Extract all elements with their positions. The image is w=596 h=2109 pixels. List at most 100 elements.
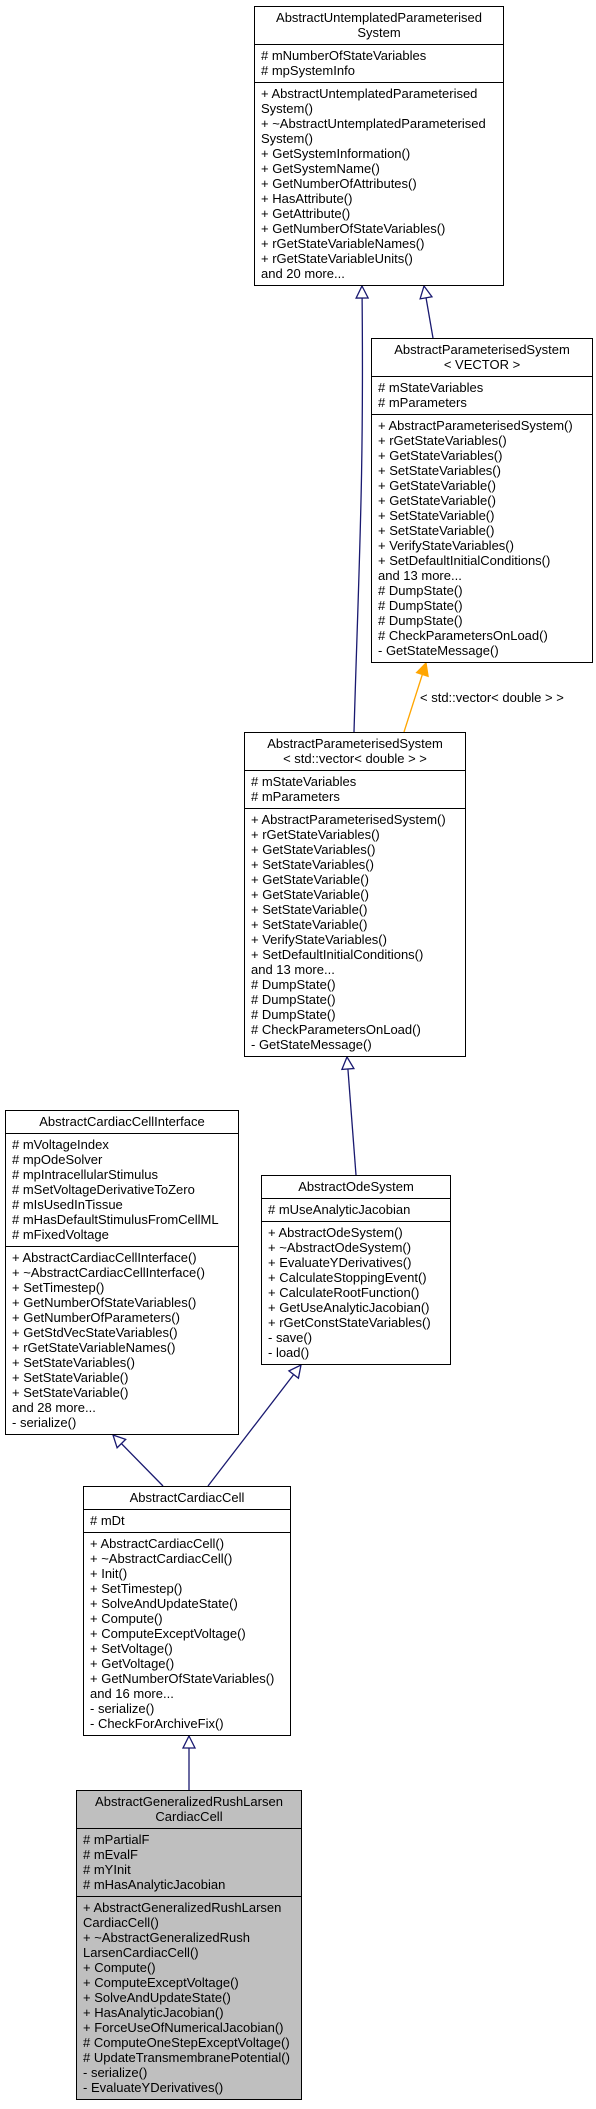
method-line: and 28 more... bbox=[12, 1400, 96, 1415]
method-line: - GetStateMessage() bbox=[378, 643, 499, 658]
attribute-line: # mUseAnalyticJacobian bbox=[268, 1202, 411, 1217]
method-line: + GetNumberOfStateVariables() bbox=[12, 1295, 197, 1310]
method-line: + AbstractUntemplatedParameterised bbox=[261, 86, 478, 101]
method-line: + GetNumberOfStateVariables() bbox=[90, 1671, 275, 1686]
method-line: + SetStateVariable() bbox=[251, 902, 368, 917]
method-line: # ComputeOneStepExceptVoltage() bbox=[83, 2035, 290, 2050]
method-line: # DumpState() bbox=[378, 598, 463, 613]
method-line: LarsenCardiacCell() bbox=[83, 1945, 199, 1960]
method-line: + SetStateVariables() bbox=[251, 857, 374, 872]
method-line: - save() bbox=[268, 1330, 313, 1345]
edge-acc-to-acci-arrowhead bbox=[111, 1433, 127, 1449]
method-line: + Compute() bbox=[83, 1960, 156, 1975]
method-line: + SetStateVariables() bbox=[378, 463, 501, 478]
methods-section: + AbstractCardiacCell()+ ~AbstractCardia… bbox=[84, 1532, 290, 1735]
method-line: + GetNumberOfAttributes() bbox=[261, 176, 417, 191]
class-title: AbstractOdeSystem bbox=[298, 1179, 414, 1194]
method-line: + SetTimestep() bbox=[12, 1280, 105, 1295]
attribute-line: # mFixedVoltage bbox=[12, 1227, 109, 1242]
attribute-line: # mIsUsedInTissue bbox=[12, 1197, 123, 1212]
method-line: + GetSystemName() bbox=[261, 161, 380, 176]
attributes-section: # mUseAnalyticJacobian bbox=[262, 1198, 450, 1221]
method-line: + ComputeExceptVoltage() bbox=[83, 1975, 239, 1990]
method-line: + rGetStateVariables() bbox=[378, 433, 507, 448]
class-abstract-parameterised-system-std-vector-double[interactable]: AbstractParameterisedSystem < std::vecto… bbox=[244, 732, 466, 1057]
attribute-line: # mYInit bbox=[83, 1862, 131, 1877]
class-abstract-ode-system[interactable]: AbstractOdeSystem # mUseAnalyticJacobian… bbox=[261, 1175, 451, 1365]
method-line: + GetNumberOfStateVariables() bbox=[261, 221, 446, 236]
method-line: + ~AbstractUntemplatedParameterised bbox=[261, 116, 486, 131]
method-line: + SetDefaultInitialConditions() bbox=[378, 553, 551, 568]
method-line: - CheckForArchiveFix() bbox=[90, 1716, 224, 1731]
method-line: + ~AbstractCardiacCell() bbox=[90, 1551, 233, 1566]
method-line: + ForceUseOfNumericalJacobian() bbox=[83, 2020, 284, 2035]
method-line: System() bbox=[261, 101, 313, 116]
method-line: - serialize() bbox=[83, 2065, 148, 2080]
method-line: + SetStateVariables() bbox=[12, 1355, 135, 1370]
attribute-line: # mParameters bbox=[378, 395, 467, 410]
method-line: + SetVoltage() bbox=[90, 1641, 173, 1656]
method-line: + HasAttribute() bbox=[261, 191, 353, 206]
method-line: + GetStateVariables() bbox=[251, 842, 376, 857]
attribute-line: # mPartialF bbox=[83, 1832, 150, 1847]
method-line: + rGetStateVariableNames() bbox=[12, 1340, 176, 1355]
method-line: # CheckParametersOnLoad() bbox=[251, 1022, 421, 1037]
method-line: + ComputeExceptVoltage() bbox=[90, 1626, 246, 1641]
method-line: # UpdateTransmembranePotential() bbox=[83, 2050, 290, 2065]
attribute-line: # mHasDefaultStimulusFromCellML bbox=[12, 1212, 219, 1227]
method-line: + SetStateVariable() bbox=[378, 523, 495, 538]
method-line: + ~AbstractOdeSystem() bbox=[268, 1240, 412, 1255]
edge-agrl-to-acc-arrowhead bbox=[181, 1734, 197, 1749]
method-line: + SetStateVariable() bbox=[12, 1370, 129, 1385]
method-line: + SolveAndUpdateState() bbox=[90, 1596, 238, 1611]
edge-apsd-to-aups bbox=[353, 285, 364, 733]
method-line: # DumpState() bbox=[378, 583, 463, 598]
attributes-section: # mPartialF# mEvalF# mYInit# mHasAnalyti… bbox=[77, 1828, 301, 1896]
method-line: + VerifyStateVariables() bbox=[251, 932, 387, 947]
attribute-line: # mDt bbox=[90, 1513, 125, 1528]
attribute-line: # mParameters bbox=[251, 789, 340, 804]
method-line: + GetStateVariable() bbox=[251, 887, 369, 902]
method-line: CardiacCell() bbox=[83, 1915, 159, 1930]
edge-apsd-to-apsv-template-arrowhead bbox=[415, 661, 429, 678]
attributes-section: # mStateVariables# mParameters bbox=[245, 770, 465, 808]
methods-section: + AbstractCardiacCellInterface()+ ~Abstr… bbox=[6, 1246, 238, 1434]
attribute-line: # mpSystemInfo bbox=[261, 63, 355, 78]
edge-aos-to-apsd bbox=[346, 1056, 357, 1176]
class-abstract-parameterised-system-vector[interactable]: AbstractParameterisedSystem < VECTOR > #… bbox=[371, 338, 593, 663]
method-line: + AbstractGeneralizedRushLarsen bbox=[83, 1900, 282, 1915]
method-line: + EvaluateYDerivatives() bbox=[268, 1255, 412, 1270]
attribute-line: # mHasAnalyticJacobian bbox=[83, 1877, 226, 1892]
method-line: + ~AbstractGeneralizedRush bbox=[83, 1930, 250, 1945]
method-line: - load() bbox=[268, 1345, 310, 1360]
class-abstract-untemplated-parameterised-system[interactable]: AbstractUntemplatedParameterised System … bbox=[254, 6, 504, 286]
method-line: + HasAnalyticJacobian() bbox=[83, 2005, 224, 2020]
edge-acc-to-aos bbox=[207, 1364, 302, 1487]
class-title: AbstractCardiacCellInterface bbox=[39, 1114, 205, 1129]
method-line: + GetNumberOfParameters() bbox=[12, 1310, 180, 1325]
method-line: + Init() bbox=[90, 1566, 128, 1581]
edge-acc-to-aos-arrowhead bbox=[287, 1363, 302, 1380]
method-line: + AbstractOdeSystem() bbox=[268, 1225, 403, 1240]
class-title: AbstractUntemplatedParameterised System bbox=[276, 10, 482, 40]
method-line: + AbstractParameterisedSystem() bbox=[378, 418, 573, 433]
attributes-section: # mStateVariables# mParameters bbox=[372, 376, 592, 414]
class-abstract-cardiac-cell-interface[interactable]: AbstractCardiacCellInterface # mVoltageI… bbox=[5, 1110, 239, 1435]
class-abstract-cardiac-cell[interactable]: AbstractCardiacCell # mDt + AbstractCard… bbox=[83, 1486, 291, 1736]
attribute-line: # mpIntracellularStimulus bbox=[12, 1167, 158, 1182]
attributes-section: # mDt bbox=[84, 1509, 290, 1532]
class-abstract-generalized-rush-larsen-cardiac-cell[interactable]: AbstractGeneralizedRushLarsen CardiacCel… bbox=[76, 1790, 302, 2100]
method-line: - EvaluateYDerivatives() bbox=[83, 2080, 224, 2095]
method-line: and 16 more... bbox=[90, 1686, 174, 1701]
method-line: - serialize() bbox=[12, 1415, 77, 1430]
attribute-line: # mStateVariables bbox=[378, 380, 484, 395]
method-line: + ~AbstractCardiacCellInterface() bbox=[12, 1265, 205, 1280]
attribute-line: # mpOdeSolver bbox=[12, 1152, 103, 1167]
method-line: + GetStateVariable() bbox=[378, 493, 496, 508]
method-line: + Compute() bbox=[90, 1611, 163, 1626]
attribute-line: # mStateVariables bbox=[251, 774, 357, 789]
method-line: and 20 more... bbox=[261, 266, 345, 281]
attributes-section: # mVoltageIndex# mpOdeSolver# mpIntracel… bbox=[6, 1133, 238, 1246]
method-line: System() bbox=[261, 131, 313, 146]
